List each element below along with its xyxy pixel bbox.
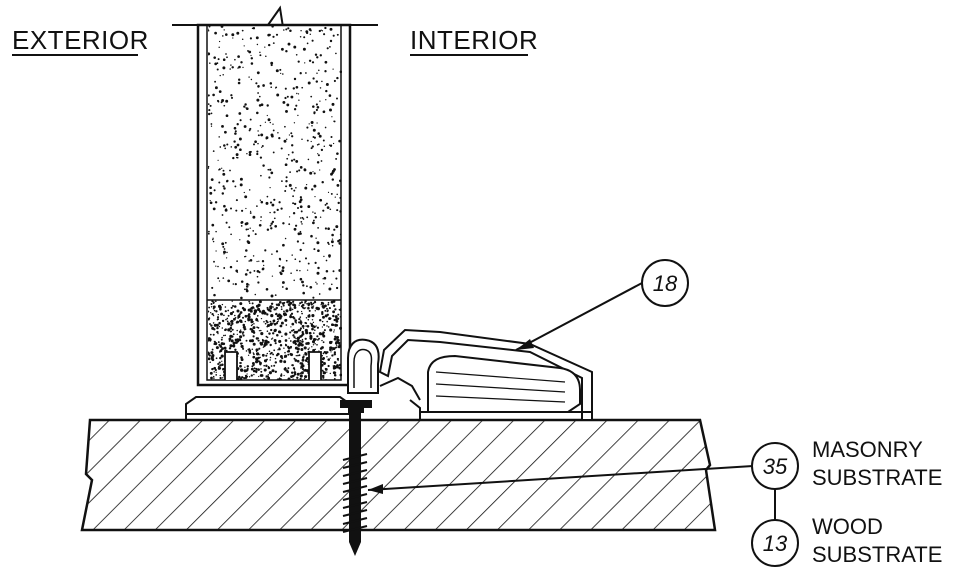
callout-35-line1: MASONRY [812,437,923,462]
panel-clip [347,338,380,394]
substrate-slab [80,418,717,532]
callout-13-line2: SUBSTRATE [812,542,942,567]
wall-panel [172,5,378,387]
screw-fastener [340,400,372,556]
base-track [185,396,421,421]
exterior-text: EXTERIOR [12,25,149,55]
callout-13-line1: WOOD [812,514,883,539]
callout-35: 35 MASONRY SUBSTRATE [751,437,942,490]
callout-18: 18 [641,259,689,307]
core-fill [208,299,342,380]
interior-text: INTERIOR [410,25,538,55]
callout-18-number: 18 [653,271,678,296]
cover-flashing [378,328,593,421]
insulation-fill [208,25,342,300]
callout-13: 13 WOOD SUBSTRATE [751,514,942,567]
leader-lines [367,282,776,520]
interior-label: INTERIOR [410,25,538,56]
callout-13-number: 13 [763,531,788,556]
callout-35-number: 35 [763,454,788,479]
exterior-label: EXTERIOR [12,25,149,56]
callout-35-line2: SUBSTRATE [812,465,942,490]
